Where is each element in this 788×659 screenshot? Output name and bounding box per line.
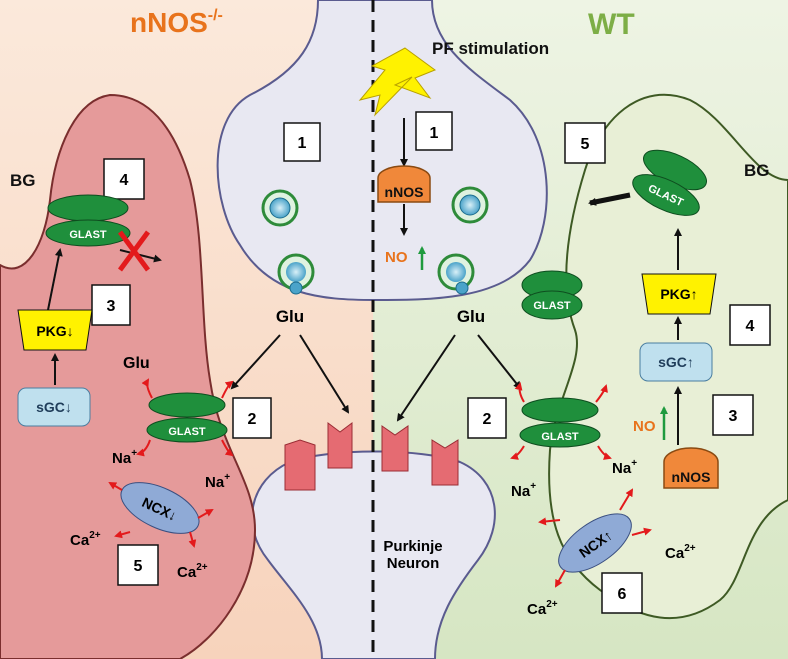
step-box-left-3: 3 xyxy=(91,284,131,326)
blocked-cross-icon xyxy=(117,230,151,272)
sgc-left: sGC↓ xyxy=(17,387,91,427)
na-right-2: Na+ xyxy=(511,481,536,500)
glu-bg-left: Glu xyxy=(123,355,150,372)
glu-label-right: Glu xyxy=(457,307,485,326)
receptor-3 xyxy=(381,425,409,472)
svg-text:4: 4 xyxy=(746,318,755,335)
glast-right-top: GLAST xyxy=(632,149,707,216)
step-box-right-6: 6 xyxy=(601,572,643,614)
step-box-right-3: 3 xyxy=(712,394,754,436)
na-left-2: Na+ xyxy=(205,472,230,491)
svg-text:GLAST: GLAST xyxy=(69,229,107,241)
svg-text:3: 3 xyxy=(729,408,738,425)
svg-text:GLAST: GLAST xyxy=(541,431,579,443)
svg-text:nNOS: nNOS xyxy=(385,184,424,200)
svg-text:sGC↑: sGC↑ xyxy=(658,354,694,370)
svg-text:6: 6 xyxy=(618,586,627,603)
svg-text:3: 3 xyxy=(107,298,116,315)
step-box-left-4: 4 xyxy=(103,158,145,200)
svg-text:5: 5 xyxy=(581,136,590,153)
svg-text:2: 2 xyxy=(248,411,257,428)
receptor-2 xyxy=(327,422,353,469)
glast-left-top: GLAST xyxy=(45,194,131,247)
nnos-bg: nNOS xyxy=(663,447,719,489)
glast-right-side: GLAST xyxy=(521,270,583,320)
svg-text:nNOS: nNOS xyxy=(672,469,711,485)
pkg-right: PKG↑ xyxy=(641,273,717,315)
glu-label-left: Glu xyxy=(276,307,304,326)
nnos-presynaptic: nNOS xyxy=(377,165,431,203)
ncx-right: NCX↑ xyxy=(558,513,632,573)
svg-text:1: 1 xyxy=(298,135,307,152)
svg-text:PKG↑: PKG↑ xyxy=(660,286,697,302)
na-left-1: Na+ xyxy=(112,448,137,467)
purkinje-label-1: Purkinje xyxy=(383,538,442,555)
left-title: nNOS-/- xyxy=(130,7,223,38)
svg-text:4: 4 xyxy=(120,172,129,189)
step-box-left-2: 2 xyxy=(232,397,272,439)
step-box-right-4: 4 xyxy=(729,304,771,346)
na-right-1: Na+ xyxy=(612,458,637,477)
presyn-step-right: 1 xyxy=(415,111,453,151)
glast-right-mid: GLAST xyxy=(519,397,601,448)
vesicle-left xyxy=(261,189,299,227)
vesicle-release-right xyxy=(437,253,475,295)
sgc-right: sGC↑ xyxy=(639,342,713,382)
right-title: WT xyxy=(588,8,635,41)
svg-text:sGC↓: sGC↓ xyxy=(36,399,72,415)
step-box-left-5: 5 xyxy=(117,544,159,586)
svg-text:5: 5 xyxy=(134,558,143,575)
ca-left-1: Ca2+ xyxy=(70,530,101,549)
pf-stimulation-label: PF stimulation xyxy=(432,39,549,58)
ca-right-2: Ca2+ xyxy=(527,599,558,618)
ncx-left: NCX↓ xyxy=(120,482,200,534)
no-label-bg: NO xyxy=(633,418,656,435)
purkinje-label-2: Neuron xyxy=(387,555,440,572)
bg-label-left: BG xyxy=(10,171,36,190)
vesicle-right xyxy=(451,186,489,224)
step-box-right-2: 2 xyxy=(467,397,507,439)
no-label-presyn: NO xyxy=(385,249,408,266)
glast-left-mid: GLAST xyxy=(146,392,228,443)
lightning-bolt-icon xyxy=(358,47,437,117)
receptor-1 xyxy=(284,439,316,491)
presyn-step-left: 1 xyxy=(283,122,321,162)
receptor-4 xyxy=(431,439,459,486)
presynaptic-terminal xyxy=(216,0,548,302)
ca-right-1: Ca2+ xyxy=(665,543,696,562)
step-box-right-5: 5 xyxy=(564,122,606,164)
bg-label-right: BG xyxy=(744,161,770,180)
vesicle-release-left xyxy=(277,253,315,295)
svg-text:2: 2 xyxy=(483,411,492,428)
svg-text:1: 1 xyxy=(430,125,439,142)
ca-left-2: Ca2+ xyxy=(177,562,208,581)
svg-text:GLAST: GLAST xyxy=(168,426,206,438)
svg-text:PKG↓: PKG↓ xyxy=(36,323,73,339)
pkg-left: PKG↓ xyxy=(17,309,93,351)
svg-text:GLAST: GLAST xyxy=(533,300,571,312)
